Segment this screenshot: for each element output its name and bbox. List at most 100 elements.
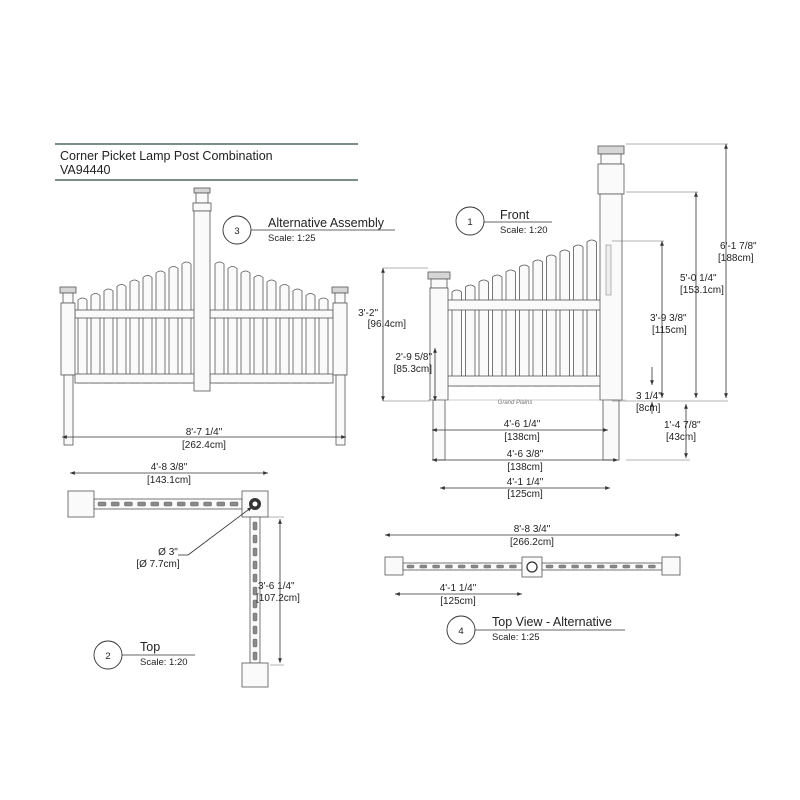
- model-number: VA94440: [60, 163, 111, 177]
- view-scale: Scale: 1:25: [268, 233, 316, 244]
- end-post-top: [241, 662, 269, 688]
- view-number: 1: [467, 217, 472, 228]
- dim-ground-ft: 1'-4 7/8": [664, 420, 701, 431]
- dim-post-cm: [153.1cm]: [680, 285, 724, 296]
- bottom-rail: [444, 375, 604, 387]
- dim-w1-ft: 4'-6 1/4": [504, 419, 541, 430]
- view-alternative-assembly: 3 Alternative Assembly Scale: 1:25 8'-7 …: [59, 187, 395, 451]
- dim-height-cm: [96.4cm]: [368, 319, 407, 330]
- end-post-left: [60, 302, 76, 376]
- top-rail-left: [74, 309, 196, 319]
- end-post-top: [384, 556, 404, 576]
- dim-width-cm: [262.4cm]: [182, 440, 226, 451]
- picket: [532, 259, 543, 387]
- end-post: [429, 287, 449, 401]
- dim-w3-ft: 4'-1 1/4": [507, 477, 544, 488]
- post-cap-right: [331, 286, 349, 294]
- picket: [240, 270, 251, 384]
- end-post-top: [661, 556, 681, 576]
- end-post-top: [67, 490, 95, 518]
- view-scale: Scale: 1:20: [500, 225, 548, 236]
- post-cap-left: [59, 286, 77, 294]
- view-label: Front: [500, 208, 530, 222]
- brand-mark: Grand Plains: [498, 400, 533, 406]
- lamp-post-hole: [526, 561, 538, 573]
- picket: [155, 270, 166, 384]
- picket: [478, 279, 489, 387]
- picket: [505, 269, 516, 387]
- lamp-post: [193, 210, 211, 392]
- picket: [142, 275, 153, 384]
- picket: [103, 288, 114, 384]
- picket: [253, 275, 264, 384]
- dim-w3-cm: [125cm]: [507, 489, 543, 500]
- picket: [227, 266, 238, 384]
- picket: [519, 264, 530, 387]
- view-number-circle: [455, 206, 485, 236]
- title-block: Corner Picket Lamp Post Combination VA94…: [55, 143, 358, 181]
- dim-diameter-in: Ø 3": [158, 547, 178, 558]
- dim-seg-cm: [125cm]: [440, 596, 476, 607]
- picket-group: [451, 239, 597, 387]
- dim-gap-ft: 3 1/4": [636, 391, 662, 402]
- lamp-post-cap: [597, 145, 625, 155]
- picket: [492, 274, 503, 387]
- view-label: Top: [140, 640, 160, 654]
- outlet-strip: [605, 244, 612, 296]
- view-scale: Scale: 1:20: [140, 657, 188, 668]
- picket: [292, 288, 303, 384]
- bottom-rail-left: [74, 373, 196, 384]
- dim-width-ft: 4'-8 3/8": [151, 462, 188, 473]
- picket: [451, 289, 462, 387]
- picket: [77, 297, 88, 384]
- picket: [279, 284, 290, 384]
- top-rail: [444, 299, 604, 311]
- picket: [586, 239, 597, 387]
- view-label: Alternative Assembly: [268, 216, 385, 230]
- view-number: 2: [105, 651, 110, 662]
- dim-seg-ft: 4'-1 1/4": [440, 583, 477, 594]
- dim-width-ft: 8'-7 1/4": [186, 427, 223, 438]
- end-post-right: [332, 302, 348, 376]
- view-top: 4'-8 3/8" [143.1cm] 3'-6 1/4" [107.2cm] …: [67, 462, 300, 688]
- dim-ground-cm: [43cm]: [666, 432, 696, 443]
- dim-total-cm: [188cm]: [718, 253, 754, 264]
- picket: [559, 249, 570, 387]
- dim-width-cm: [143.1cm]: [147, 475, 191, 486]
- lamp-post-cap: [193, 187, 211, 194]
- bottom-rail-right: [209, 373, 334, 384]
- dim-height-ft: 3'-2": [358, 308, 378, 319]
- picket: [214, 261, 225, 384]
- dim-w1-cm: [138cm]: [504, 432, 540, 443]
- view-top-alternative: 8'-8 3/4" [266.2cm] 4'-1 1/4" [125cm] 4 …: [384, 524, 681, 645]
- view-number: 3: [234, 226, 239, 237]
- dim-fence-cm: [85.3cm]: [394, 364, 433, 375]
- dim-post-ft: 5'-0 1/4": [680, 273, 717, 284]
- post-cap: [427, 271, 451, 280]
- drawing-title: Corner Picket Lamp Post Combination: [60, 149, 273, 163]
- view-number: 4: [458, 626, 463, 637]
- picket: [305, 293, 316, 384]
- view-scale: Scale: 1:25: [492, 632, 540, 643]
- picket: [318, 297, 329, 384]
- dim-w2-cm: [138cm]: [507, 462, 543, 473]
- dim-depth-cm: [107.2cm]: [256, 593, 300, 604]
- picket: [546, 254, 557, 387]
- dim-total-ft: 6'-1 7/8": [720, 241, 757, 252]
- picket: [266, 279, 277, 384]
- dim-depth-ft: 3'-6 1/4": [258, 581, 295, 592]
- picket: [129, 279, 140, 384]
- dim-width-cm: [266.2cm]: [510, 537, 554, 548]
- view-front: 1 Front Scale: 1:20 Grand Plains 3'-2" […: [358, 143, 757, 500]
- dim-width-ft: 8'-8 3/4": [514, 524, 551, 535]
- view-label: Top View - Alternative: [492, 615, 612, 629]
- picket: [116, 284, 127, 384]
- lamp-post: [599, 193, 623, 401]
- dim-w2-ft: 4'-6 3/8": [507, 449, 544, 460]
- dim-picket-cm: [115cm]: [652, 325, 687, 336]
- dim-gap-cm: [8cm]: [636, 403, 661, 414]
- picket: [90, 293, 101, 384]
- dim-diameter-cm: [Ø 7.7cm]: [136, 559, 180, 570]
- picket: [181, 261, 192, 384]
